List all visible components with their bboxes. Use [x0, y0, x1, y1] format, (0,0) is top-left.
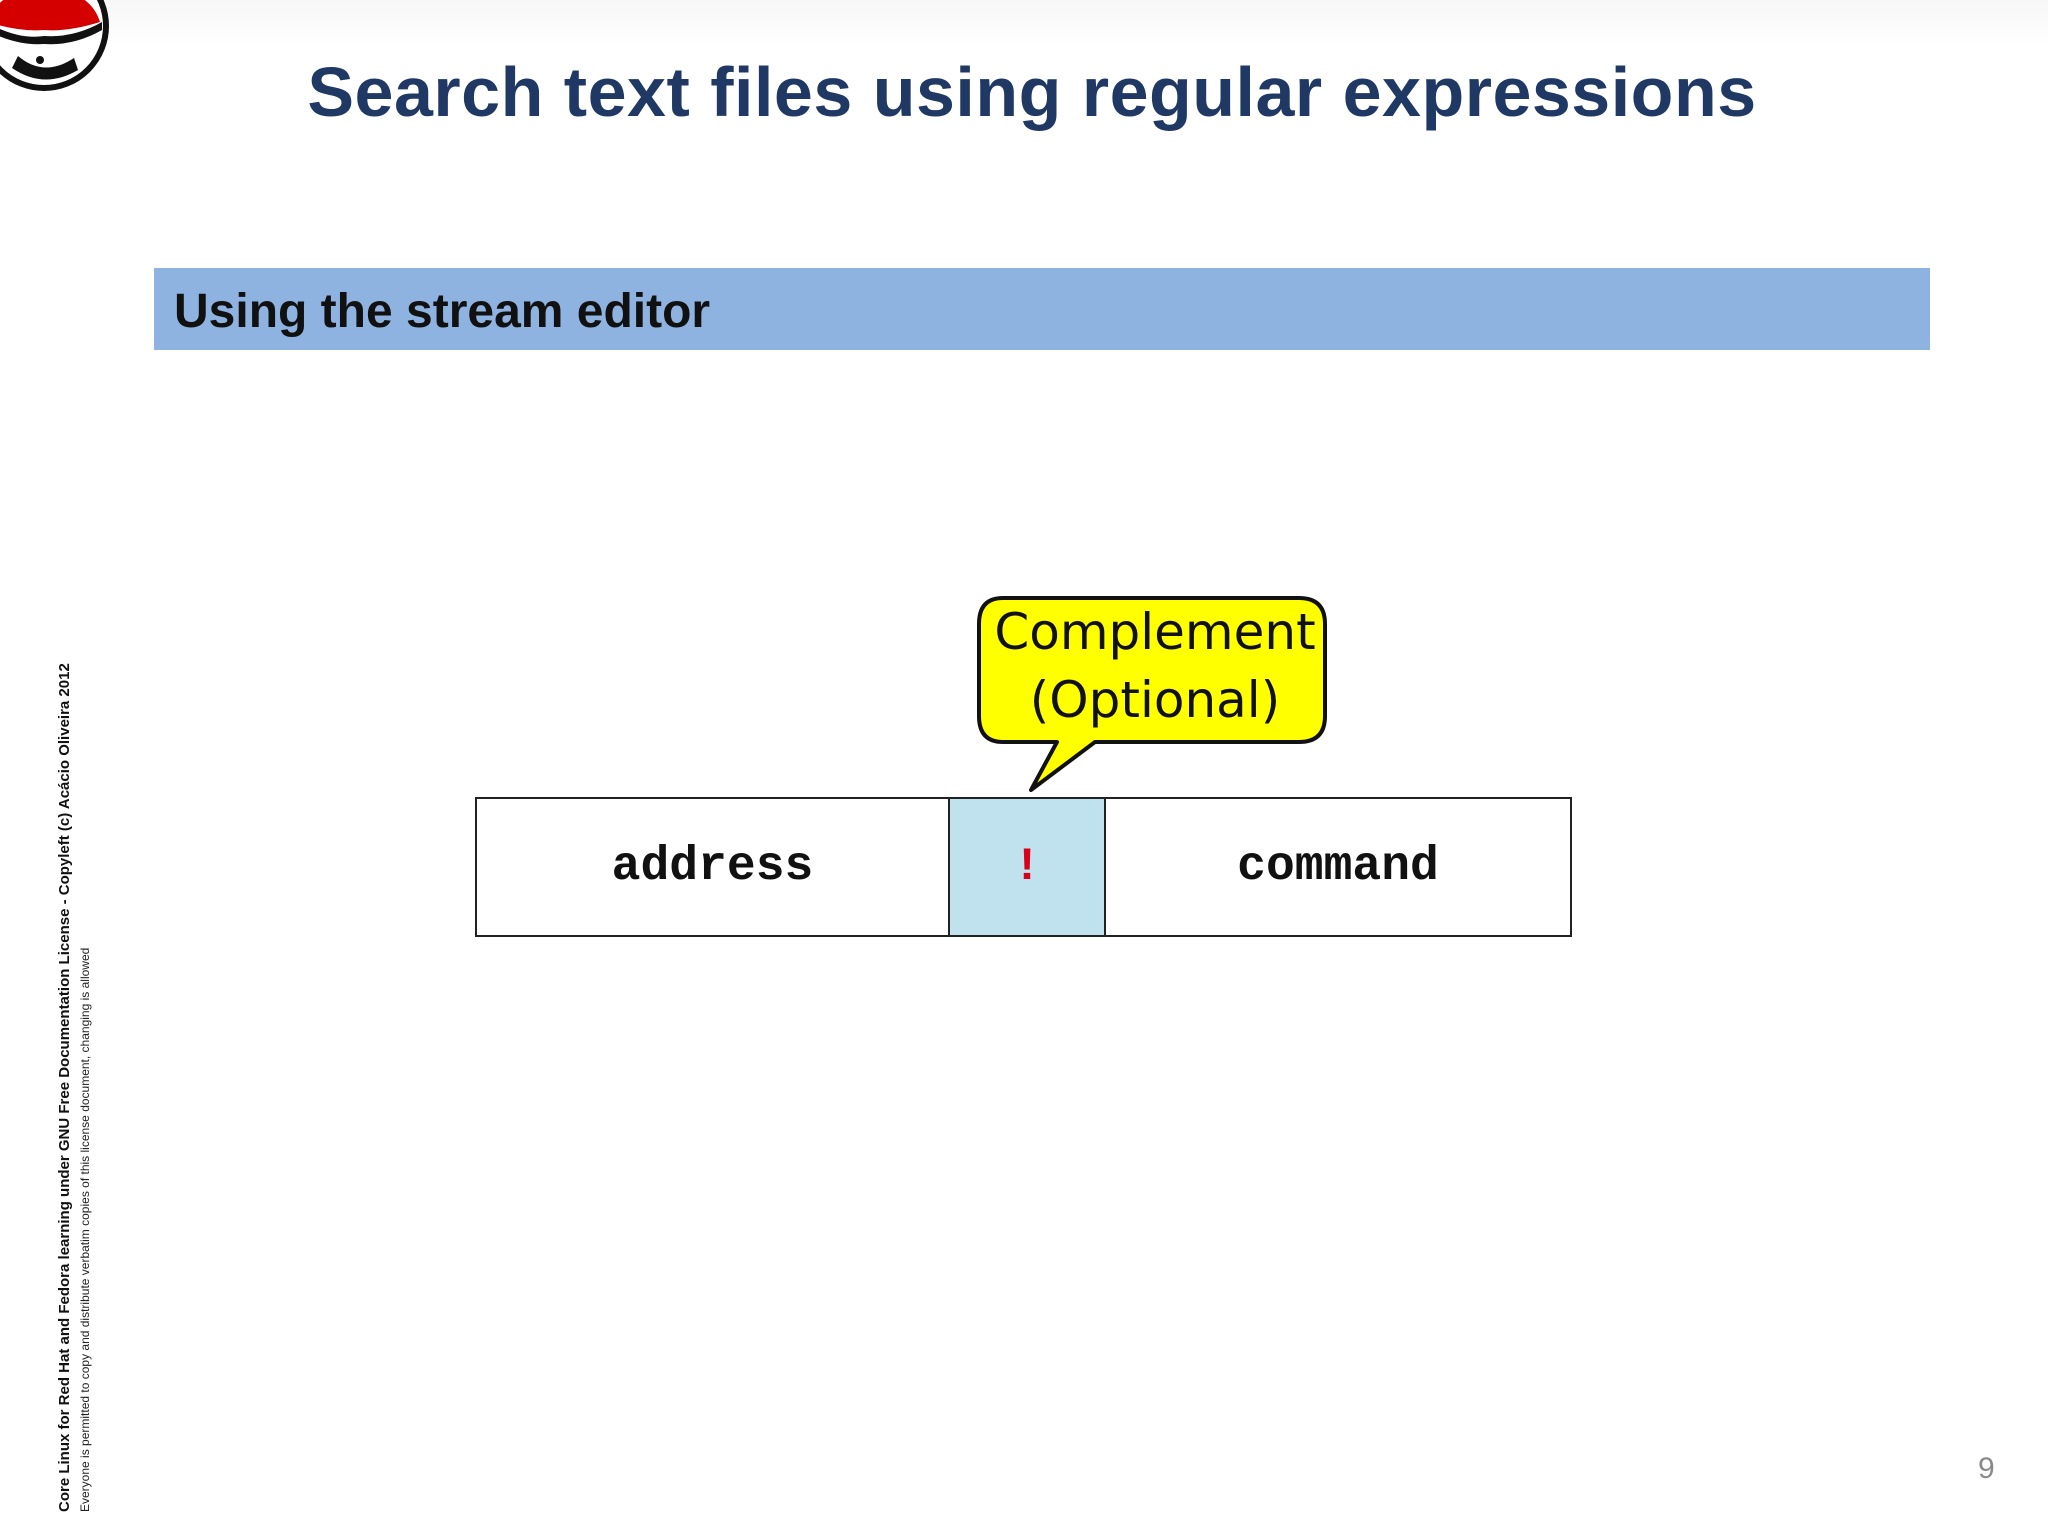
section-header-bar: Using the stream editor	[154, 268, 1930, 350]
callout-line-2: (Optional)	[1029, 671, 1281, 729]
page-number: 9	[1978, 1452, 1995, 1485]
complement-callout	[977, 596, 1327, 792]
section-title: Using the stream editor	[174, 285, 711, 338]
top-band	[0, 0, 2048, 48]
license-sidebar: Core Linux for Red Hat and Fedora learni…	[54, 663, 94, 1512]
callout-text: Complement (Optional)	[980, 598, 1330, 734]
license-line: Core Linux for Red Hat and Fedora learni…	[56, 663, 73, 1512]
address-cell: address	[611, 840, 814, 894]
permission-line: Everyone is permitted to copy and distri…	[78, 947, 92, 1512]
sed-command-structure: address ! command	[475, 797, 1572, 937]
complement-cell: !	[948, 799, 1106, 935]
command-cell: command	[1237, 840, 1439, 894]
callout-line-1: Complement	[994, 603, 1316, 661]
red-hat-logo	[0, 0, 109, 91]
slide-title: Search text files using regular expressi…	[307, 53, 1757, 131]
